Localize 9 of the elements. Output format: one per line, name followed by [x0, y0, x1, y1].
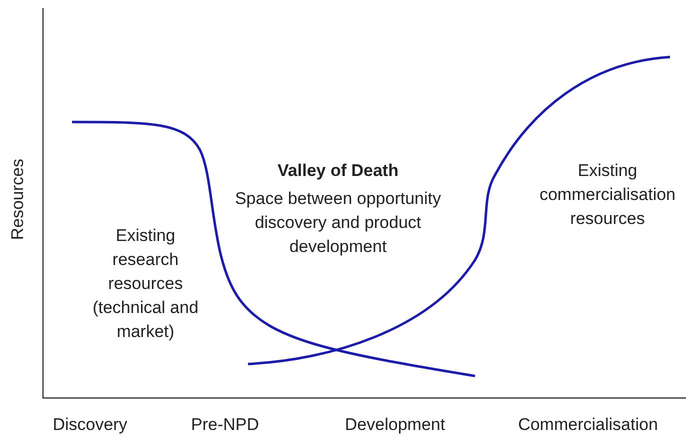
region-heading: Valley of Death	[276, 160, 400, 182]
axis-category-label: Commercialisation	[517, 414, 659, 436]
axis-category-label: Pre-NPD	[190, 414, 260, 436]
axis-category-label: Discovery	[52, 414, 128, 436]
region-description: Space between opportunity discovery and product development	[234, 188, 442, 258]
axis-title: Resources	[7, 160, 28, 240]
region-label: Existing research resources (technical and market)	[92, 225, 200, 343]
axis-category-label: Development	[344, 414, 446, 436]
region-label: Existing commercialisation resources	[538, 160, 677, 230]
